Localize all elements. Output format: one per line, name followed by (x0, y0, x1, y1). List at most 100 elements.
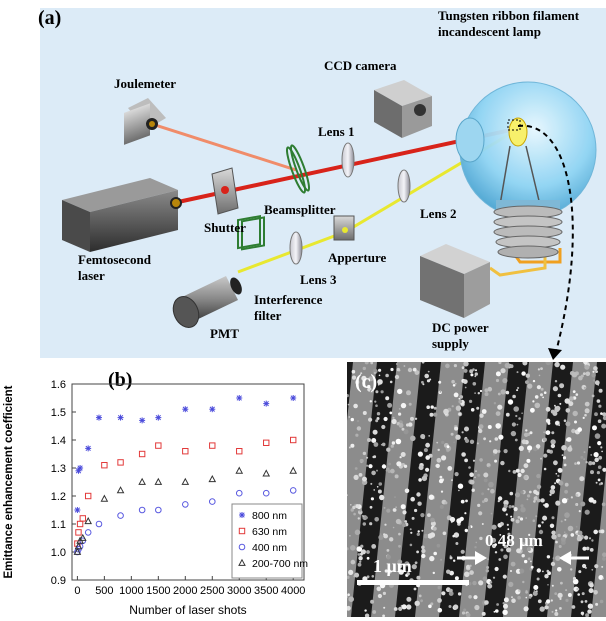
data-point (289, 466, 298, 474)
nanoparticle (384, 523, 387, 526)
nanoparticle (347, 595, 349, 599)
nanoparticle (347, 494, 348, 496)
nanoparticle (497, 500, 500, 503)
nanoparticle (472, 382, 477, 386)
nanoparticle (451, 379, 455, 384)
nanoparticle (403, 464, 408, 468)
nanoparticle (416, 492, 421, 497)
nanoparticle (359, 458, 364, 463)
nanoparticle (571, 372, 578, 378)
nanoparticle (418, 465, 424, 471)
nanoparticle (546, 555, 551, 559)
nanoparticle (482, 500, 485, 503)
nanoparticle (404, 488, 410, 494)
nanoparticle (583, 458, 585, 460)
nanoparticle (510, 515, 513, 518)
ridge (415, 362, 465, 617)
nanoparticle (514, 492, 521, 498)
nanoparticle (500, 460, 505, 466)
nanoparticle (420, 599, 423, 603)
data-point (263, 400, 270, 407)
nanoparticle (602, 416, 606, 421)
nanoparticle (459, 516, 464, 521)
nanoparticle (557, 567, 562, 572)
nanoparticle (486, 558, 489, 561)
nanoparticle (564, 482, 569, 487)
nanoparticle (555, 500, 561, 506)
nanoparticle (463, 608, 467, 612)
nanoparticle (449, 588, 453, 593)
nanoparticle (576, 587, 580, 591)
nanoparticle (488, 466, 490, 468)
nanoparticle (591, 568, 594, 571)
nanoparticle (410, 435, 416, 442)
data-point (116, 486, 125, 494)
nanoparticle (485, 569, 489, 573)
nanoparticle (421, 545, 425, 550)
nanoparticle (519, 517, 524, 521)
nanoparticle (364, 609, 367, 612)
nanoparticle (491, 537, 497, 543)
nanoparticle (554, 362, 560, 368)
nanoparticle (464, 528, 468, 533)
nanoparticle (597, 419, 602, 423)
nanoparticle (442, 531, 447, 536)
nanoparticle (554, 592, 558, 595)
nanoparticle (366, 456, 369, 459)
nanoparticle (449, 516, 456, 523)
nanoparticle (426, 379, 431, 383)
nanoparticle (542, 396, 544, 399)
nanoparticle (383, 533, 386, 536)
nanoparticle (362, 476, 367, 482)
nanoparticle (497, 404, 503, 410)
nanoparticle (371, 575, 375, 578)
nanoparticle (441, 591, 446, 596)
nanoparticle (539, 606, 545, 612)
nanoparticle (389, 537, 394, 542)
data-point (209, 406, 216, 413)
nanoparticle (503, 504, 508, 509)
nanoparticle (557, 533, 561, 538)
label-lamp-2: incandescent lamp (438, 24, 541, 39)
nanoparticle (527, 445, 533, 451)
nanoparticle (454, 472, 459, 477)
nanoparticle (368, 464, 373, 469)
data-point (209, 442, 216, 449)
nanoparticle (396, 461, 402, 467)
nanoparticle (483, 437, 486, 441)
nanoparticle (540, 387, 544, 391)
nanoparticle (383, 606, 386, 609)
nanoparticle (449, 570, 454, 576)
nanoparticle (429, 532, 436, 538)
nanoparticle (539, 544, 542, 547)
nanoparticle (503, 554, 508, 560)
nanoparticle (525, 590, 528, 594)
nanoparticle (477, 392, 480, 395)
nanoparticle (471, 488, 475, 492)
nanoparticle (403, 365, 406, 367)
nanoparticle (516, 389, 519, 392)
reflected-beam (151, 122, 297, 172)
nanoparticle (589, 548, 594, 552)
nanoparticle (453, 532, 460, 538)
nanoparticle (583, 362, 588, 365)
nanoparticle (417, 530, 420, 533)
nanoparticle (411, 516, 415, 520)
nanoparticle (507, 532, 511, 536)
nanoparticle (360, 372, 363, 375)
nanoparticle (441, 455, 447, 461)
nanoparticle (587, 609, 592, 614)
period-arrows (457, 551, 589, 565)
nanoparticle (521, 554, 525, 558)
nanoparticle (540, 457, 542, 460)
nanoparticle (591, 539, 594, 542)
nanoparticle (461, 366, 465, 370)
nanoparticle (521, 542, 525, 546)
nanoparticle (377, 489, 382, 494)
nanoparticle (361, 375, 367, 381)
nanoparticle (528, 450, 531, 453)
nanoparticle (410, 531, 413, 534)
nanoparticle (599, 576, 602, 579)
nanoparticle (454, 382, 457, 385)
nanoparticle (601, 502, 606, 507)
